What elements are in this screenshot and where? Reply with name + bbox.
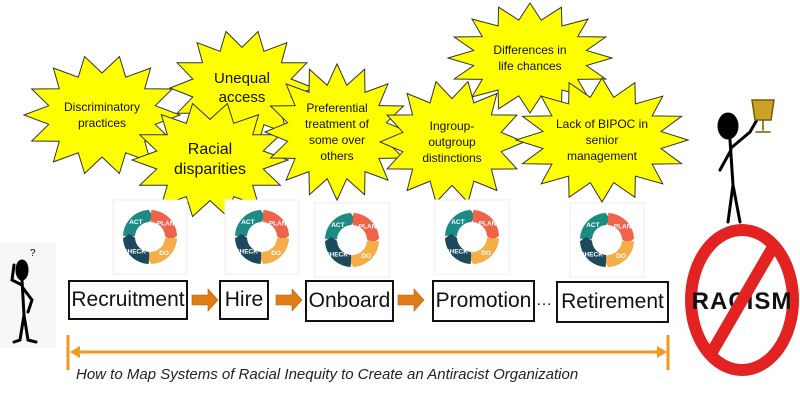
svg-text:PLAN: PLAN — [479, 220, 497, 227]
svg-text:PLAN: PLAN — [157, 220, 175, 227]
timeline-right-arrowhead — [657, 346, 667, 358]
burst-line: Racial — [187, 141, 233, 158]
burst-line: Ingroup- — [429, 119, 475, 133]
svg-text:CHECK: CHECK — [235, 249, 258, 256]
svg-text:ACT: ACT — [451, 219, 464, 226]
svg-text:DO: DO — [616, 253, 626, 260]
burst-line: access — [218, 89, 266, 106]
burst-line: outgroup — [428, 135, 476, 149]
person-with-trophy-icon — [717, 99, 775, 224]
burst-ingroup-outgroup — [378, 80, 526, 204]
timeline-left-arrowhead — [70, 346, 80, 358]
svg-text:CHECK: CHECK — [325, 252, 348, 259]
svg-text:PLAN: PLAN — [614, 223, 632, 230]
burst-label-differences-life-chances: Differences in life chances — [493, 42, 566, 74]
stage-promotion: Promotion — [432, 280, 535, 322]
pdca-cycle-icon: ACT PLAN DO CHECK — [224, 199, 300, 275]
pdca-cycle-icon: ACT PLAN DO CHECK — [112, 199, 188, 275]
burst-label-preferential-treatment: Preferential treatment of some over others — [305, 100, 369, 164]
burst-line: Preferential — [306, 101, 368, 115]
burst-lack-of-bipoc — [514, 77, 690, 203]
burst-label-discriminatory-practices: Discriminatory practices — [64, 99, 140, 131]
stage-onboard: Onboard — [305, 280, 394, 322]
stage-retirement: Retirement — [556, 281, 669, 323]
svg-text:ACT: ACT — [241, 219, 254, 226]
svg-text:DO: DO — [481, 250, 491, 257]
burst-line: practices — [77, 116, 127, 130]
svg-text:ACT: ACT — [129, 219, 142, 226]
flow-arrow-icon — [275, 288, 303, 312]
flow-arrow-icon — [191, 288, 219, 312]
svg-text:PLAN: PLAN — [359, 223, 377, 230]
svg-text:?: ? — [30, 248, 36, 259]
caption: How to Map Systems of Racial Inequity to… — [76, 366, 579, 383]
burst-line: Differences in — [493, 43, 567, 57]
svg-text:PLAN: PLAN — [269, 220, 287, 227]
svg-text:DO: DO — [159, 250, 169, 257]
svg-text:CHECK: CHECK — [123, 249, 146, 256]
burst-label-ingroup-outgroup: Ingroup-outgroup distinctions — [422, 118, 481, 166]
svg-text:DO: DO — [271, 250, 281, 257]
burst-line: disparities — [173, 161, 247, 178]
burst-line: senior — [585, 133, 619, 147]
flow-arrow-icon — [397, 288, 425, 312]
burst-line: some over — [308, 133, 366, 147]
pdca-cycle-icon: ACT PLAN DO CHECK — [434, 199, 510, 275]
stage-hire: Hire — [219, 280, 269, 320]
burst-line: others — [320, 149, 354, 163]
burst-line: Lack of BIPOC in — [555, 117, 649, 131]
burst-line: distinctions — [422, 151, 482, 165]
burst-line: Discriminatory — [63, 100, 141, 114]
burst-label-racial-disparities: Racial disparities — [174, 140, 246, 180]
burst-line: life chances — [498, 59, 562, 73]
pdca-cycle-icon: ACT PLAN DO CHECK — [314, 202, 390, 278]
burst-line: Unequal — [214, 70, 270, 87]
burst-line: management — [566, 149, 638, 163]
pdca-cycle-icon: ACT PLAN DO CHECK — [569, 202, 645, 278]
burst-label-unequal-access: Unequal access — [214, 69, 270, 107]
burst-preferential-treatment — [263, 62, 411, 202]
svg-text:CHECK: CHECK — [445, 249, 468, 256]
no-sign-icon: RACISM — [685, 224, 799, 376]
svg-text:ACT: ACT — [586, 222, 599, 229]
ellipsis: … — [536, 292, 552, 309]
svg-text:DO: DO — [361, 253, 371, 260]
svg-text:CHECK: CHECK — [580, 252, 603, 259]
burst-label-lack-of-bipoc: Lack of BIPOC in senior management — [556, 116, 648, 164]
burst-discriminatory-practices — [22, 55, 182, 175]
svg-text:ACT: ACT — [331, 222, 344, 229]
stage-recruitment: Recruitment — [68, 280, 188, 320]
confused-person-icon: ? — [0, 243, 56, 348]
burst-line: treatment of — [304, 117, 370, 131]
